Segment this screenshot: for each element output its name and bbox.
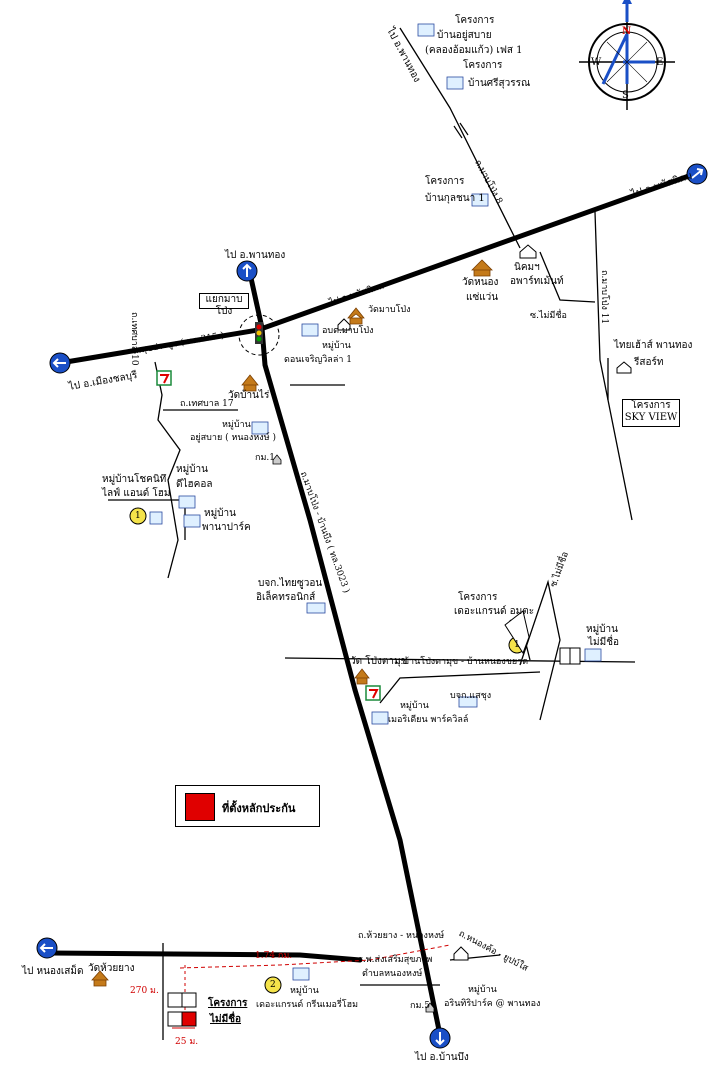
label-nikhom: นิคมฯ bbox=[514, 262, 540, 273]
road-break-mark bbox=[453, 122, 469, 139]
label-thai-auto: บจก.ไทยซูวอน bbox=[258, 578, 323, 589]
label-grand-emerald-2: เดอะแกรนด์ อมตะ bbox=[454, 606, 535, 617]
label-village-merit-2: เมอริเดียน พาร์ควิลล์ bbox=[388, 715, 469, 725]
distance-174: 1.74 กม. bbox=[255, 951, 293, 961]
label-proj-no-name-2: ไม่มีชื่อ bbox=[210, 1014, 242, 1025]
label-proj-yu-sabai-3: (คลองอ้อมแก้ว) เฟส 1 bbox=[425, 45, 523, 56]
road-label-thetsaban17: ถ.เทศบาล 17 bbox=[180, 399, 234, 409]
label-village-don-charoen: หมู่บ้าน bbox=[322, 341, 351, 351]
route-label-phan-thong-top: ไป อ.พานทอง bbox=[225, 250, 286, 261]
road-label-mab-pong-11: ถ.มาบโป่ง 11 bbox=[599, 270, 609, 325]
traffic-light-icon bbox=[255, 322, 263, 344]
house-icons bbox=[337, 244, 632, 961]
compass-icon bbox=[579, 0, 675, 110]
distance-line-174 bbox=[179, 944, 451, 969]
road-label-thetsaban10: ถ.เทศบาล 10 bbox=[129, 312, 139, 366]
distance-270: 270 ม. bbox=[130, 986, 159, 996]
label-proj-yu-sabai-2: บ้านอยู่สบาย bbox=[437, 30, 492, 41]
label-proj-kunchana: โครงการ bbox=[425, 176, 465, 187]
label-km1: กม.1 bbox=[255, 453, 275, 463]
legend-label: ที่ตั้งหลักประกัน bbox=[222, 802, 296, 815]
label-village-yu-sabai-2: อยู่สบาย ( หนองหงษ์ ) bbox=[190, 433, 276, 443]
main-road-huai-yang bbox=[47, 950, 363, 963]
label-village-di-hotel-2: ดีไฮคอล bbox=[176, 479, 213, 490]
label-proj-sri-suwan: โครงการ bbox=[463, 60, 503, 71]
label-bjk-saesung: บจก.แสชุง bbox=[450, 691, 492, 701]
label-village-di-hotel: หมู่บ้าน bbox=[176, 464, 208, 475]
compass-w: W bbox=[591, 57, 602, 68]
road-nikhom-branch bbox=[539, 251, 596, 303]
main-road-sukhaprayoon bbox=[57, 169, 703, 366]
label-hospital: ร.พ.ส่งเสริมสุขภาพ bbox=[358, 955, 433, 965]
label-village-chaiyo: หมู่บ้านโชคนิทึ bbox=[102, 474, 167, 485]
label-village-yu-sabai: หมู่บ้าน bbox=[222, 420, 251, 430]
road-mab-pong-11 bbox=[594, 211, 633, 521]
road-label-huai-yang: ถ.ห้วยยาง - หนองหงษ์ bbox=[358, 931, 445, 941]
label-proj-kunchana-2: บ้านกุลชนา 1 bbox=[425, 193, 485, 204]
plot-rect-2 bbox=[569, 647, 581, 665]
label-village-don-charoen-2: ดอนเจริญวิลล่า 1 bbox=[284, 355, 352, 365]
route-label-ban-bueng: ไป อ.บ้านบึง bbox=[415, 1052, 469, 1063]
road-thetsaban10 bbox=[154, 361, 181, 579]
temple-icons bbox=[91, 259, 493, 987]
label-village-no-name: หมู่บ้าน bbox=[586, 624, 618, 635]
label-yaek-mab-pong: แยกมาบโป่ง bbox=[199, 293, 249, 317]
label-proj-yu-sabai: โครงการ bbox=[455, 15, 495, 26]
label-village-arin-2: อรินทิริปาร์ค @ พานทอง bbox=[444, 999, 541, 1009]
route-label-nong-saep: ไป หนองเสม็ด bbox=[22, 966, 84, 977]
village-icons bbox=[149, 23, 602, 981]
km-post-icons bbox=[272, 454, 435, 1013]
marker-1a: 1 bbox=[135, 511, 141, 521]
label-school-mab-pong: อบต.มาบโป่ง bbox=[322, 326, 374, 336]
label-wat-nong-khae: วัดหนอง bbox=[462, 277, 499, 288]
road-soi-no-name-mid bbox=[519, 579, 561, 721]
junction-circle bbox=[238, 314, 280, 356]
seven-eleven-icons bbox=[156, 370, 381, 701]
label-wat-mab-pong: วัดมาบโป่ง bbox=[368, 305, 411, 315]
road-village-chaiyo bbox=[108, 499, 186, 540]
label-nikhom-2: อพาร์ทเม้นท์ bbox=[510, 276, 564, 287]
compass-e: E bbox=[656, 57, 664, 68]
distance-25: 25 ม. bbox=[175, 1037, 199, 1047]
marker-1b: 1 bbox=[514, 640, 520, 650]
label-village-phana: หมู่บ้าน bbox=[204, 508, 236, 519]
label-wat-nong-khae-2: แซ่แว่น bbox=[466, 292, 499, 303]
label-thai-auto-2: อิเล็คทรอนิกส์ bbox=[256, 592, 316, 603]
road-label-soi-right: ซ.ไม่มีชื่อ bbox=[530, 311, 567, 321]
label-grand-emerald: โครงการ bbox=[458, 592, 498, 603]
marker-2: 2 bbox=[270, 980, 276, 990]
label-village-merit: หมู่บ้าน bbox=[400, 701, 429, 711]
grand-emerald-plot bbox=[504, 610, 530, 655]
label-village-phana-2: พานาปาร์ค bbox=[202, 522, 251, 533]
label-km5: กม.5 bbox=[410, 1001, 430, 1011]
label-thai-resort: ไทยเฮ้าส์ พานทอง bbox=[614, 340, 693, 351]
compass-n: N bbox=[622, 26, 632, 37]
label-wat-pong-tamu: วัด โป่งตามุข bbox=[350, 656, 408, 667]
label-wat-huai-yang: วัดห้วยยาง bbox=[88, 963, 135, 974]
compass-s: S bbox=[622, 90, 629, 101]
legend-swatch bbox=[185, 793, 215, 821]
label-wat-ban-rai: วัดบ้านไร่ bbox=[228, 390, 270, 401]
label-village-chaiyo-2: ไลฟ์ แอนด์ โฮม bbox=[102, 488, 171, 499]
road-label-ban-pong-ngam: ถ.บ้านโป่งตามุข - บ้านหนองขยาด bbox=[395, 657, 529, 667]
legend-box: ที่ตั้งหลักประกัน bbox=[175, 785, 320, 827]
label-village-grand-green-2: เดอะแกรนด์ กรีนเมอรี่โฮม bbox=[256, 1000, 359, 1010]
project-plot bbox=[167, 992, 197, 1027]
plot-rect-1 bbox=[559, 647, 571, 665]
label-village-arin: หมู่บ้าน bbox=[468, 985, 497, 995]
label-proj-sri-suwan-2: บ้านศรีสุวรรณ bbox=[468, 78, 531, 89]
road-village-merit bbox=[379, 671, 541, 704]
label-thai-resort-2: รีสอร์ท bbox=[634, 357, 664, 368]
label-proj-no-name: โครงการ bbox=[208, 998, 248, 1009]
label-village-no-name-2: ไม่มีชื่อ bbox=[588, 637, 620, 648]
label-hospital-2: ตำบลหนองหงษ์ bbox=[362, 969, 423, 979]
label-village-grand-green: หมู่บ้าน bbox=[290, 986, 319, 996]
road-mab-pong-8 bbox=[399, 27, 521, 249]
